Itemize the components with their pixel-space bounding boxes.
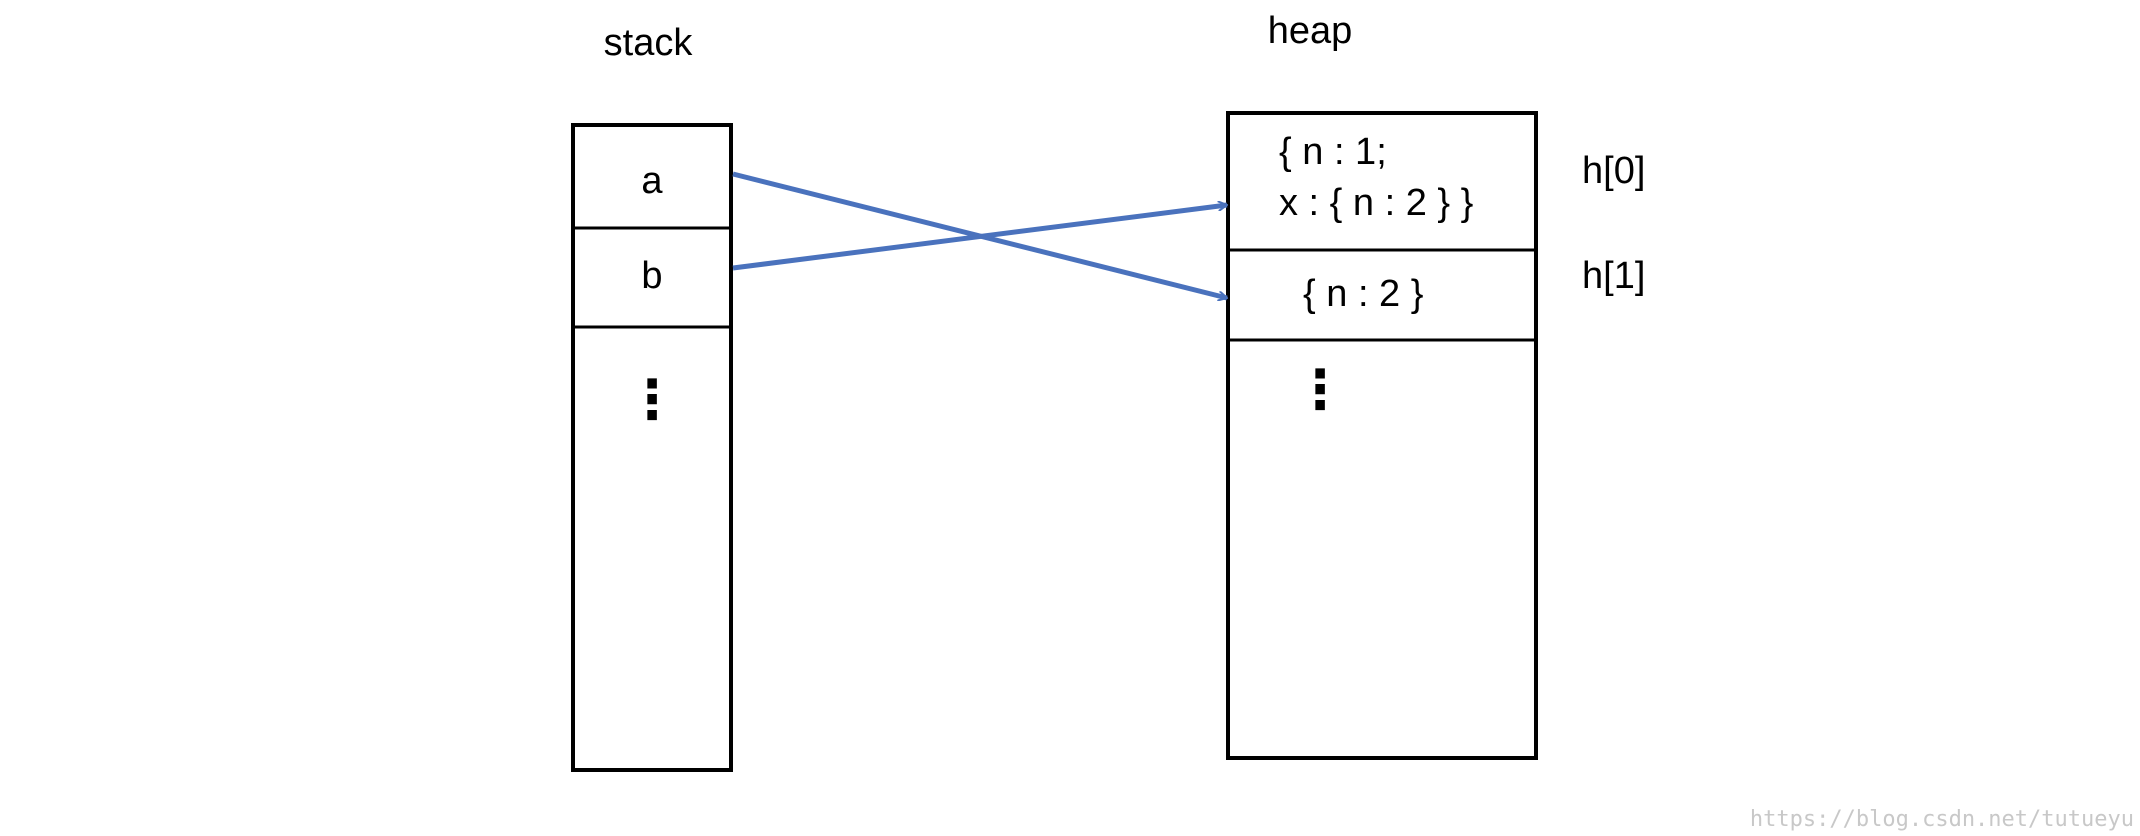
stack-title: stack (604, 22, 694, 64)
watermark-text: https://blog.csdn.net/tutueyu (1750, 807, 2134, 832)
heap-index-label-0: h[0] (1582, 150, 1645, 192)
heap-ellipsis: ⋮ (1293, 360, 1347, 420)
stack-ellipsis: ⋮ (625, 370, 679, 430)
stack-cell-a: a (641, 160, 663, 202)
heap-cell-0-line-2: x : { n : 2 } } (1279, 182, 1473, 224)
stack-box (571, 123, 733, 772)
heap-box (1226, 111, 1538, 760)
reference-arrow-b-to-h0 (732, 205, 1227, 271)
heap-cell-0-line-1: { n : 1; (1279, 131, 1387, 173)
heap-title: heap (1268, 10, 1353, 52)
stack-cell-b: b (641, 255, 662, 297)
heap-index-label-1: h[1] (1582, 255, 1645, 297)
heap-cell-1-text: { n : 2 } (1303, 273, 1423, 315)
